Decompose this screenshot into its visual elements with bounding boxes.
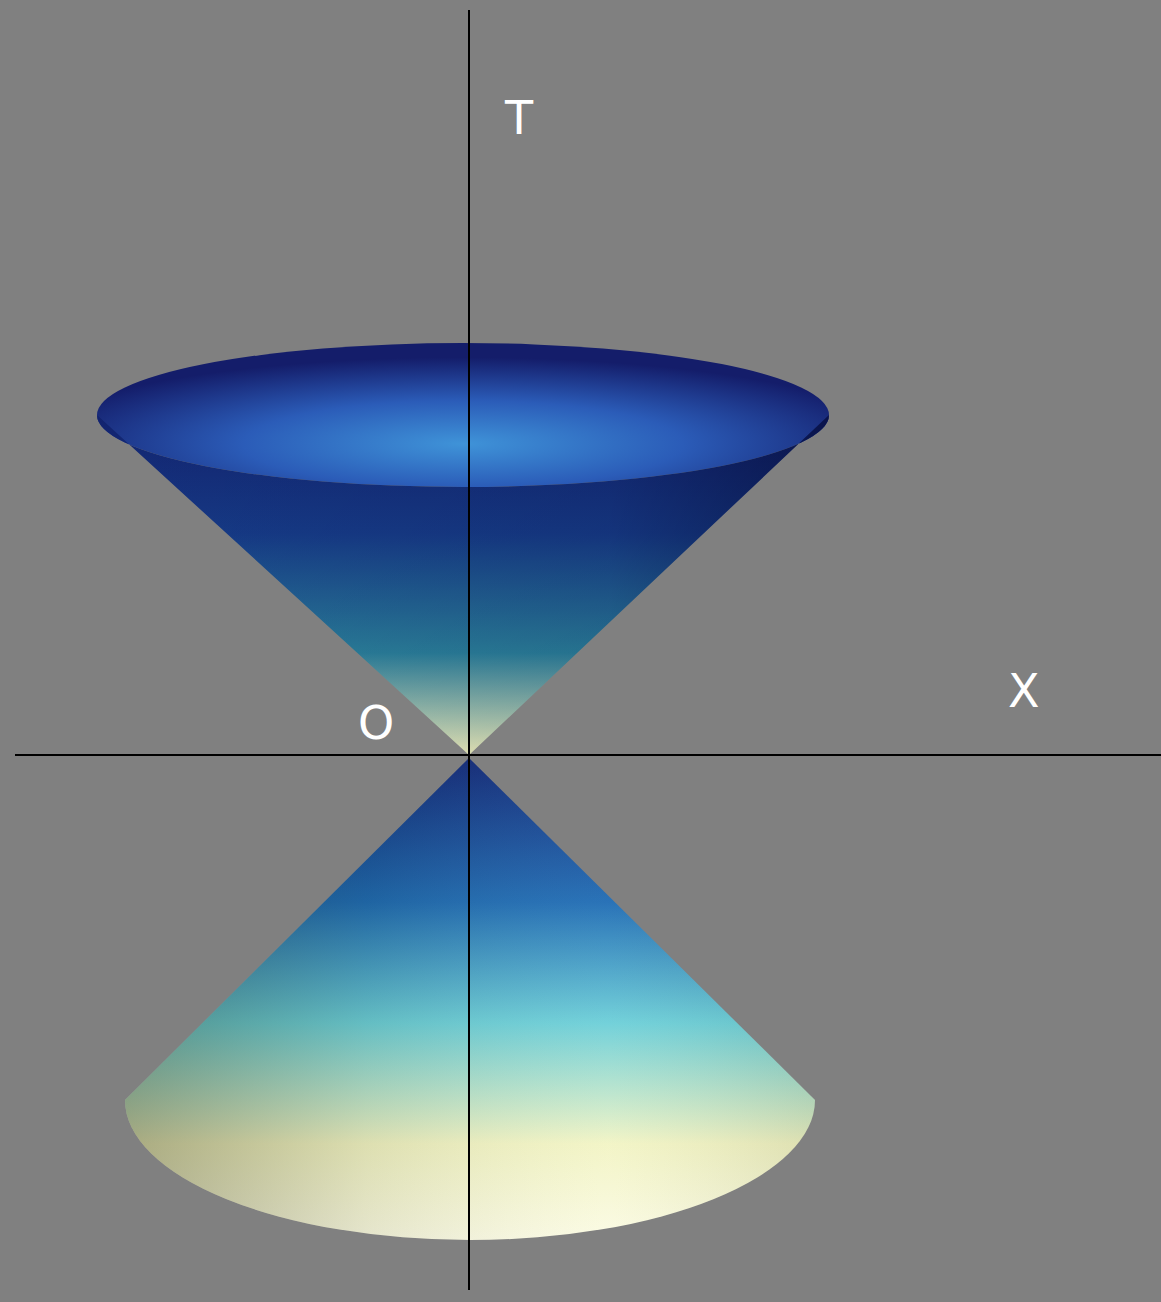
axis-label: T <box>505 95 533 141</box>
origin-label: O <box>358 700 394 746</box>
axis-label: X <box>1008 668 1040 714</box>
